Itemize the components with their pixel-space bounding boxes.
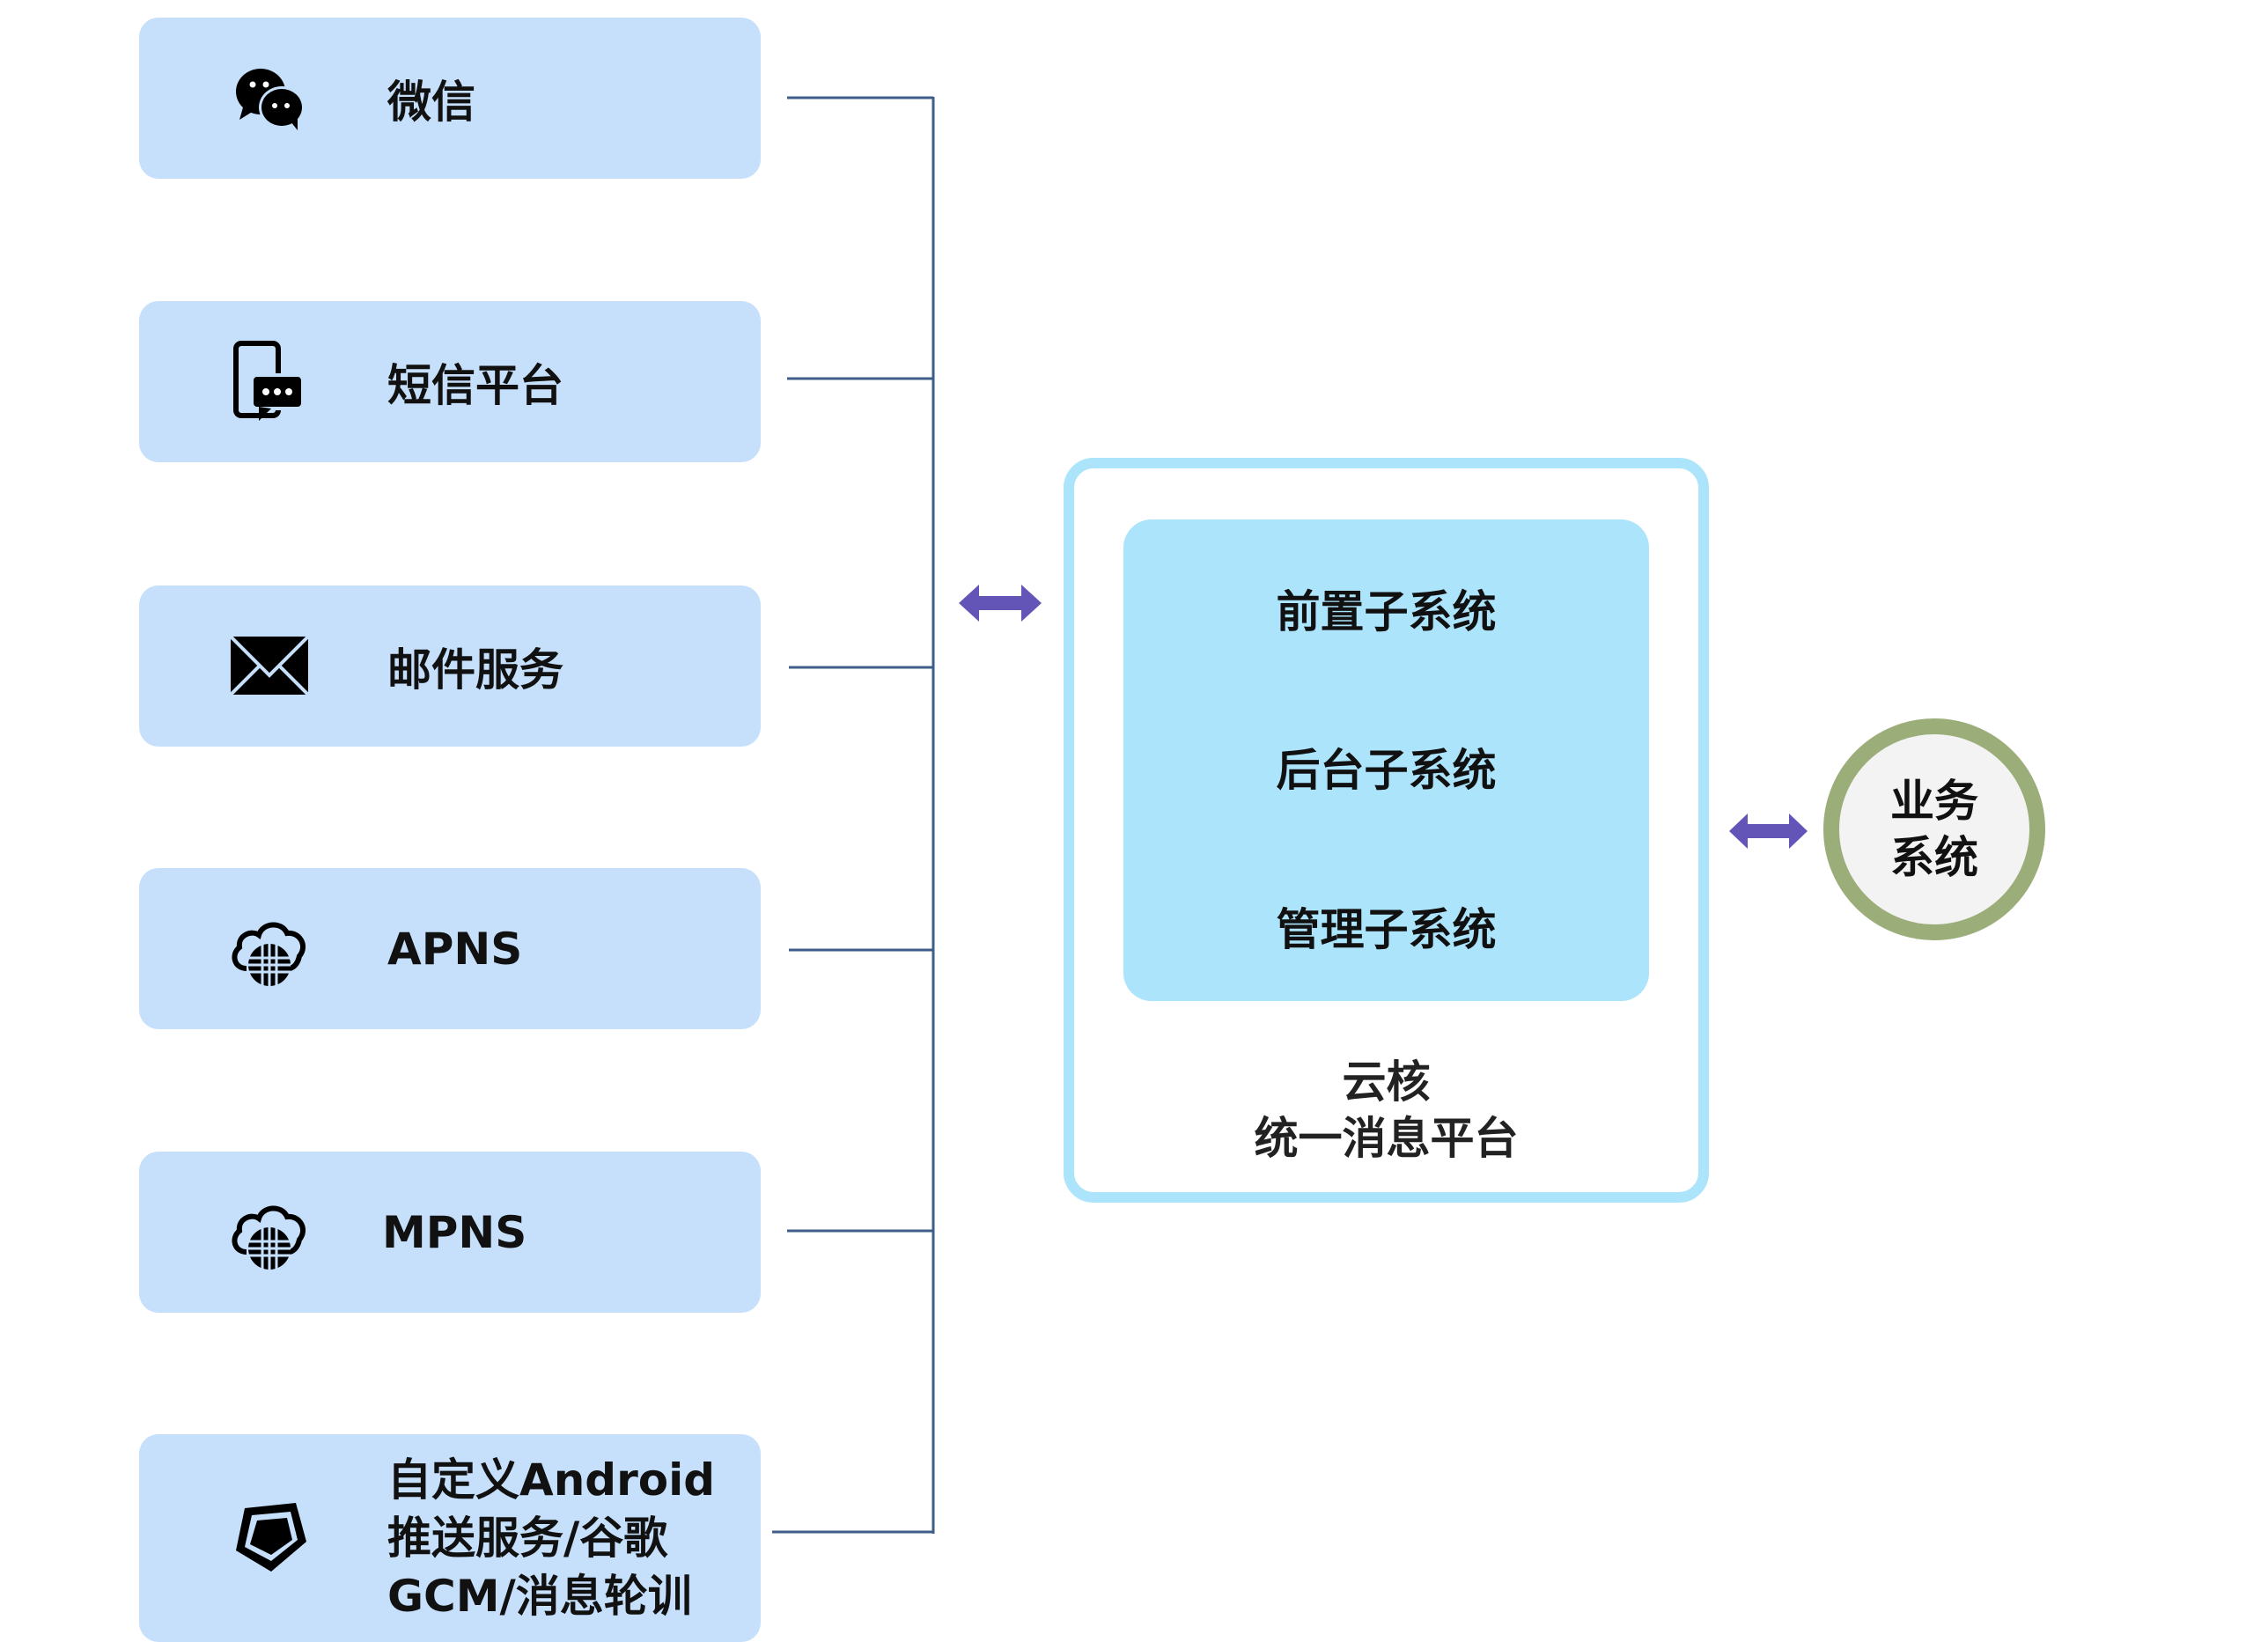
business-system-node: 业务系统 (1823, 718, 2045, 940)
pentagon-icon (236, 1503, 306, 1572)
bidirectional-arrow-right (1729, 814, 1808, 849)
platform-title-line2: 统一消息平台 (1254, 1113, 1519, 1164)
channel-label: 邮件服务 (387, 644, 563, 696)
cloud-globe-icon (232, 1205, 306, 1270)
subsystem-backend: 后台子系统 (1276, 745, 1497, 796)
bidirectional-arrow-left (959, 585, 1042, 622)
cloud-globe-icon (232, 922, 306, 986)
channel-label: MPNS (382, 1206, 527, 1258)
subsystem-management: 管理子系统 (1276, 904, 1497, 955)
channel-label: 微信 (387, 76, 475, 128)
channel-label: APNS (387, 923, 523, 975)
envelope-icon (229, 635, 310, 696)
channel-email: 邮件服务 (139, 585, 761, 747)
unified-messaging-platform: 前置子系统 后台子系统 管理子系统 云核 统一消息平台 (1064, 458, 1709, 1203)
channel-android: 自定义Android推送服务/谷歌GCM/消息轮训 (139, 1434, 761, 1642)
channel-apns: APNS (139, 868, 761, 1029)
subsystem-front: 前置子系统 (1276, 586, 1497, 637)
channel-label: 短信平台 (387, 359, 563, 411)
channel-sms: 短信平台 (139, 301, 761, 462)
sms-phone-icon (233, 340, 305, 421)
channel-label: 自定义Android推送服务/谷歌GCM/消息轮训 (387, 1454, 716, 1622)
platform-title-line1: 云核 (1342, 1057, 1431, 1108)
channel-wechat: 微信 (139, 18, 761, 179)
subsystems-panel: 前置子系统 后台子系统 管理子系统 (1123, 519, 1649, 1001)
channel-mpns: MPNS (139, 1152, 761, 1313)
wechat-icon (236, 68, 305, 130)
business-system-label: 业务系统 (1890, 776, 1978, 883)
